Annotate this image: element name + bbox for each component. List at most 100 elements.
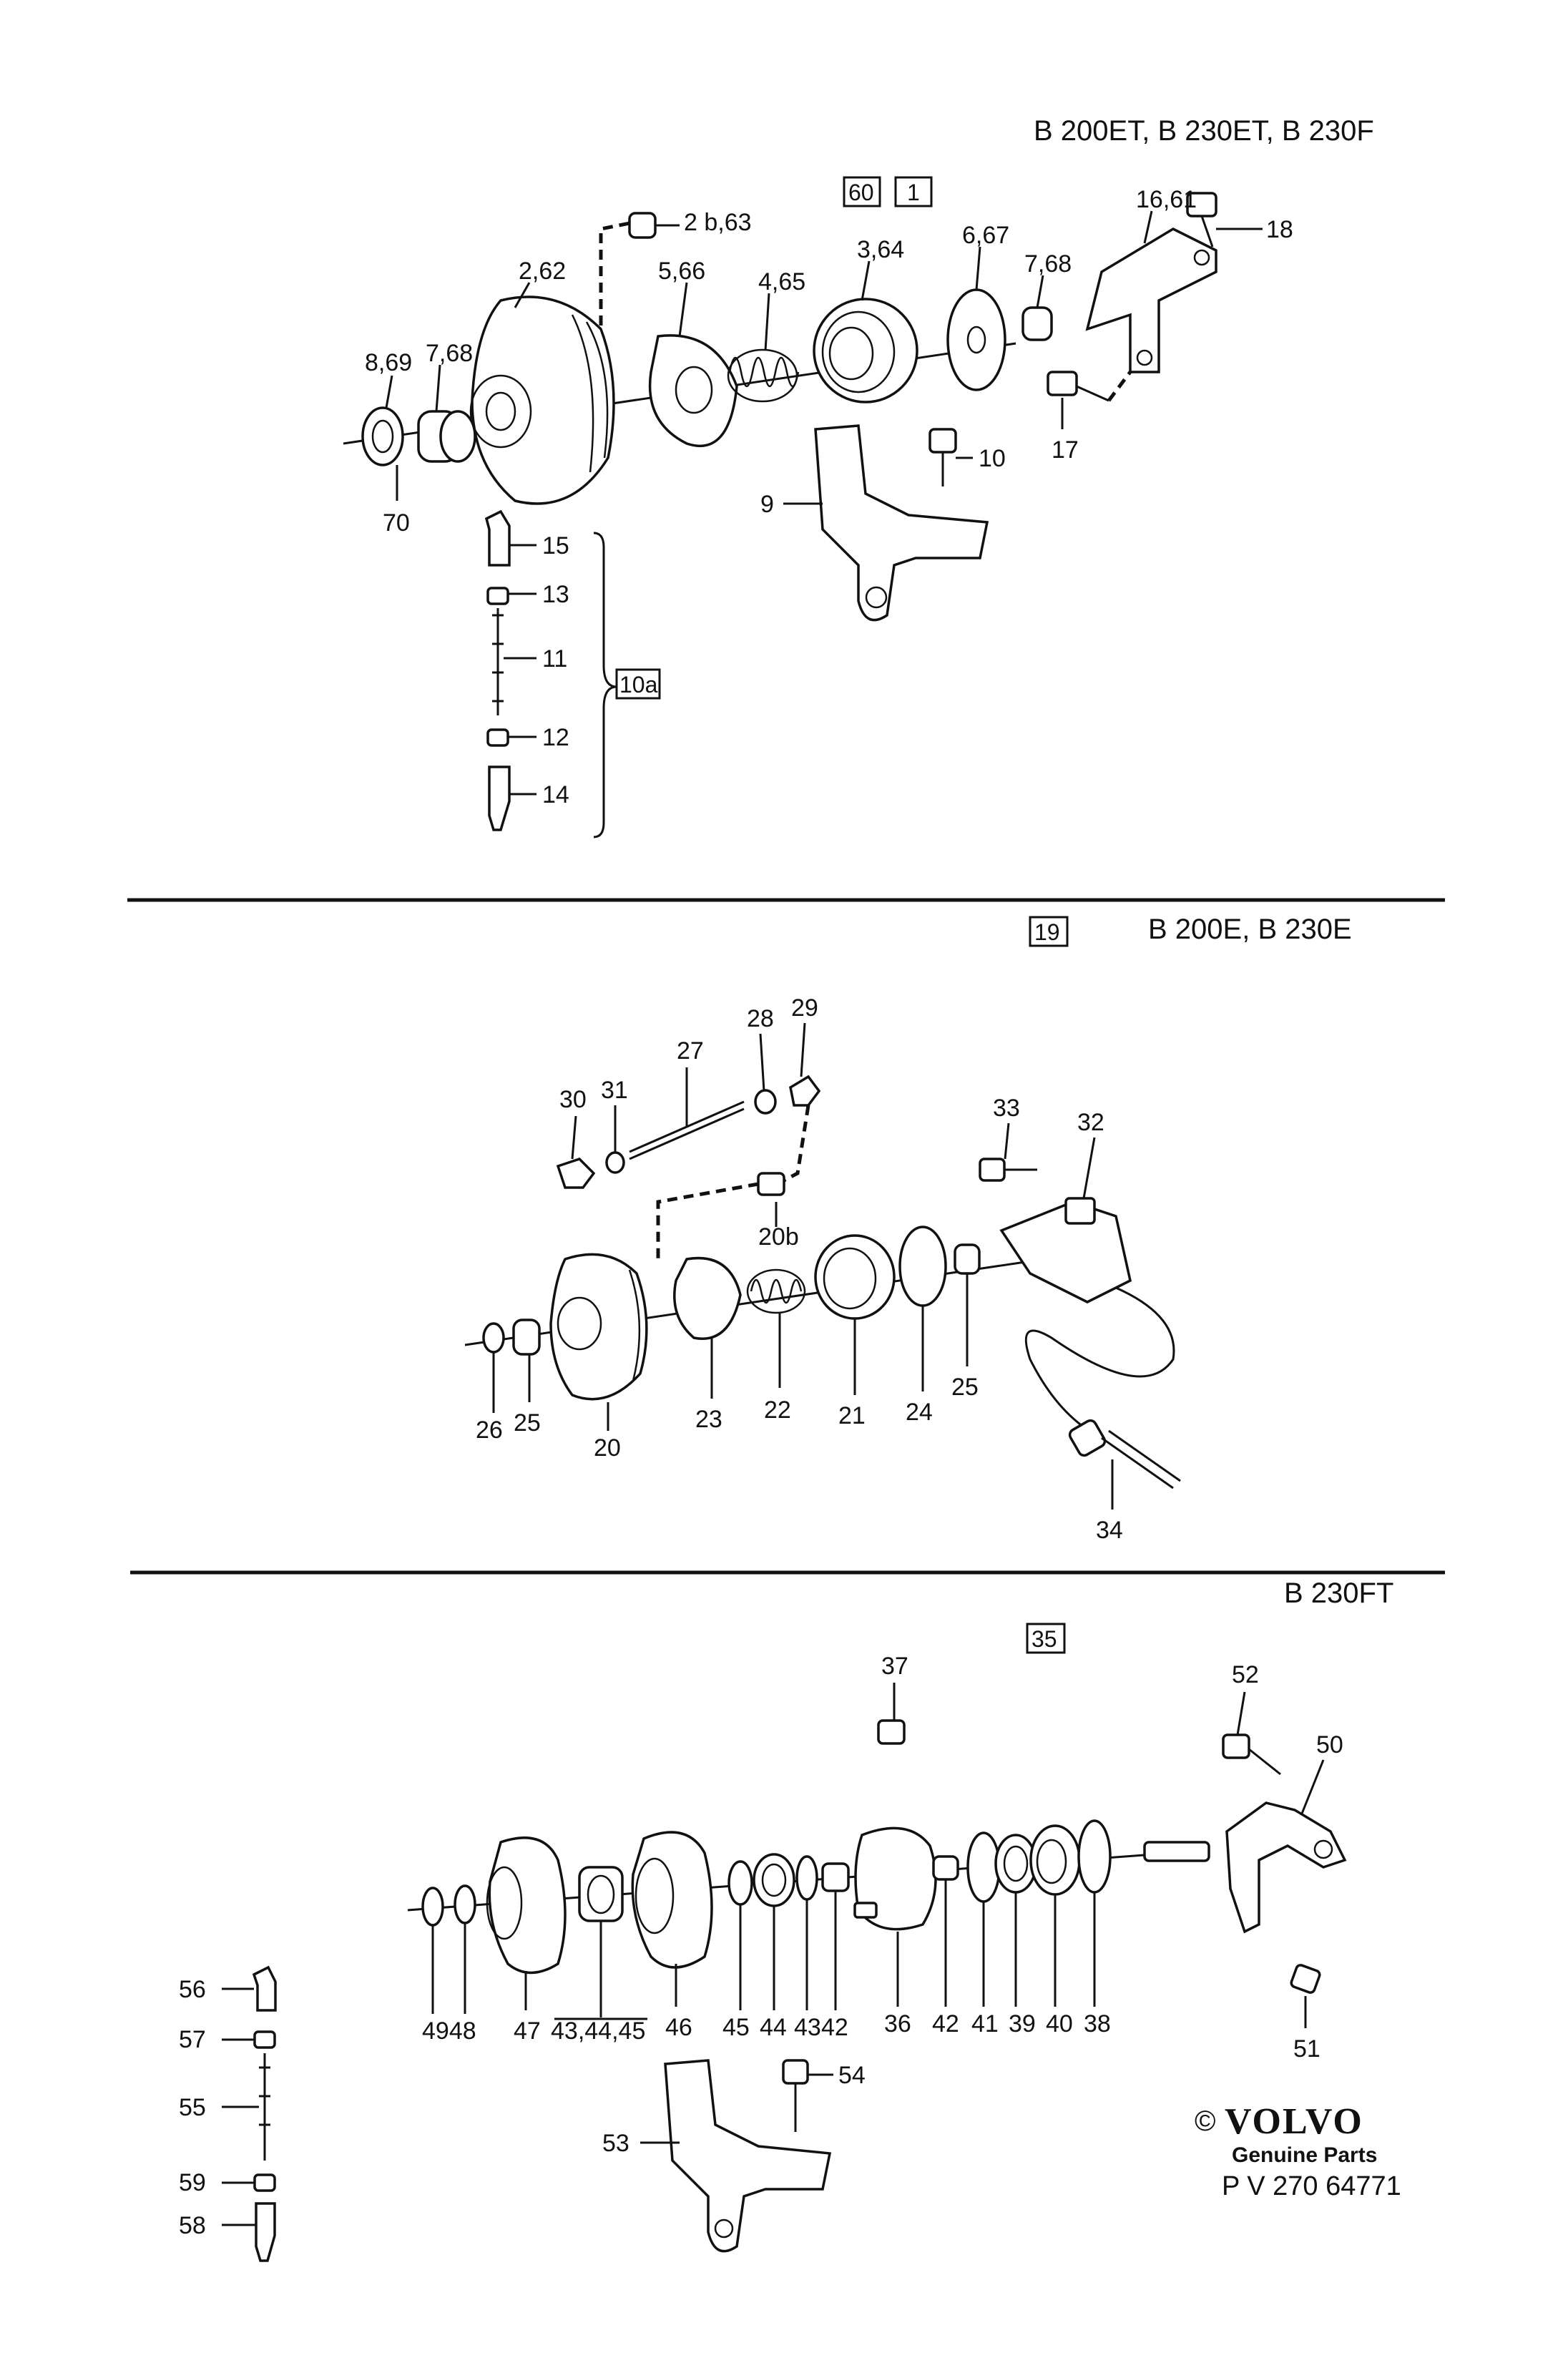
part-coil-3-64 bbox=[813, 298, 918, 403]
label-46: 46 bbox=[665, 2014, 692, 2041]
part-spring-22 bbox=[746, 1268, 806, 1314]
label-44: 44 bbox=[760, 2014, 787, 2041]
part-number: P V 270 64771 bbox=[1222, 2171, 1401, 2201]
group-box-60-label: 60 bbox=[848, 180, 874, 205]
part-bracket-32 bbox=[999, 1197, 1132, 1303]
group-box-1-label: 1 bbox=[907, 180, 920, 205]
part-washer-49 bbox=[421, 1887, 444, 1927]
label-7-68: 7,68 bbox=[426, 340, 473, 367]
part-nut-8-69 bbox=[361, 406, 404, 466]
group-box-35-label: 35 bbox=[1032, 1626, 1057, 1652]
copyright-symbol: © bbox=[1195, 2105, 1215, 2137]
label-40: 40 bbox=[1046, 2010, 1073, 2037]
label-28: 28 bbox=[747, 1005, 774, 1032]
part-clip-30 bbox=[556, 1157, 596, 1189]
group-box-10a bbox=[615, 668, 661, 700]
link-dash-top bbox=[599, 221, 630, 326]
part-washer-43 bbox=[795, 1855, 818, 1901]
part-washer-28 bbox=[754, 1089, 777, 1115]
label-8-69: 8,69 bbox=[365, 349, 412, 376]
part-cover-47 bbox=[486, 1836, 567, 1975]
label-52: 52 bbox=[1232, 1661, 1259, 1688]
part-screw-37 bbox=[877, 1719, 906, 1745]
label-22: 22 bbox=[764, 1396, 791, 1424]
brand-tagline: Genuine Parts bbox=[1232, 2143, 1377, 2167]
group-box-10a-label: 10a bbox=[619, 672, 658, 698]
label-23: 23 bbox=[695, 1406, 722, 1433]
group-box-60 bbox=[843, 176, 881, 207]
label-57: 57 bbox=[179, 2026, 206, 2053]
label-2-62: 2,62 bbox=[519, 258, 566, 285]
label-34: 34 bbox=[1096, 1517, 1123, 1544]
label-58: 58 bbox=[179, 2212, 206, 2239]
label-18: 18 bbox=[1266, 216, 1293, 243]
label-51: 51 bbox=[1293, 2035, 1320, 2063]
link-dash-middle-b bbox=[656, 1182, 759, 1259]
label-17: 17 bbox=[1052, 436, 1079, 464]
part-spring-44 bbox=[753, 1853, 795, 1907]
part-disc-24 bbox=[898, 1226, 947, 1307]
label-47: 47 bbox=[514, 2017, 541, 2045]
label-33: 33 bbox=[993, 1095, 1020, 1122]
leader-lines-top bbox=[385, 210, 1263, 796]
part-lever-16-61 bbox=[1085, 228, 1217, 373]
label-20: 20 bbox=[594, 1434, 621, 1462]
part-bushing-7-68b bbox=[1021, 306, 1053, 341]
label-15: 15 bbox=[542, 532, 569, 559]
group-box-19-label: 19 bbox=[1034, 919, 1060, 945]
label-4-65: 4,65 bbox=[758, 268, 805, 295]
label-42-right: 42 bbox=[932, 2010, 959, 2037]
part-screw-54 bbox=[782, 2059, 809, 2132]
label-6-67: 6,67 bbox=[962, 222, 1009, 249]
part-screw-17 bbox=[1047, 371, 1109, 402]
label-26: 26 bbox=[476, 1417, 503, 1444]
part-shaft bbox=[1143, 1841, 1210, 1862]
label-20b: 20b bbox=[758, 1223, 799, 1251]
part-washer-45 bbox=[727, 1860, 753, 1906]
label-43-44-45: 43,44,45 bbox=[551, 2017, 645, 2045]
label-16-61: 16,61 bbox=[1136, 186, 1197, 213]
part-bushing-25b bbox=[954, 1243, 981, 1275]
label-54: 54 bbox=[838, 2062, 866, 2089]
label-38: 38 bbox=[1084, 2010, 1111, 2037]
part-cable-34-end bbox=[1068, 1419, 1181, 1489]
section-middle: 19 B 200E, B 230E bbox=[464, 914, 1352, 1544]
label-27: 27 bbox=[677, 1037, 704, 1065]
part-cable-34-wire bbox=[1024, 1286, 1175, 1439]
group-box-35 bbox=[1026, 1623, 1066, 1654]
label-30: 30 bbox=[559, 1086, 587, 1113]
label-70: 70 bbox=[383, 509, 410, 537]
part-disc-41 bbox=[966, 1831, 1001, 1903]
label-31: 31 bbox=[601, 1077, 628, 1104]
part-coil-40 bbox=[1029, 1824, 1081, 1896]
part-plate-5-66 bbox=[648, 334, 738, 448]
part-disc-6-67 bbox=[946, 288, 1006, 391]
label-2b-63: 2 b,63 bbox=[684, 209, 752, 236]
label-56: 56 bbox=[179, 1976, 206, 2003]
label-37: 37 bbox=[881, 1653, 908, 1680]
brand-name: VOLVO bbox=[1225, 2101, 1363, 2142]
engine-variants-top: B 200ET, B 230ET, B 230F bbox=[1034, 115, 1374, 147]
label-9: 9 bbox=[760, 491, 774, 518]
part-bracket-9 bbox=[814, 424, 989, 622]
part-coil-21 bbox=[814, 1234, 896, 1320]
label-50: 50 bbox=[1316, 1731, 1343, 1758]
part-plate-23 bbox=[673, 1256, 742, 1340]
brand-block: © VOLVO Genuine Parts P V 270 64771 bbox=[1195, 2101, 1401, 2201]
label-45: 45 bbox=[722, 2014, 750, 2041]
part-bushing-25 bbox=[512, 1319, 541, 1356]
label-53: 53 bbox=[602, 2130, 629, 2157]
part-washer-31 bbox=[605, 1151, 625, 1174]
engine-variants-middle: B 200E, B 230E bbox=[1148, 914, 1352, 945]
part-clip-29 bbox=[789, 1075, 821, 1107]
section-top: B 200ET, B 230ET, B 230F 60 1 bbox=[343, 115, 1374, 838]
part-screw-51 bbox=[1290, 1964, 1321, 1994]
part-screw-52 bbox=[1222, 1733, 1281, 1776]
label-59: 59 bbox=[179, 2169, 206, 2196]
part-bushing-42b bbox=[932, 1855, 959, 1881]
part-housing-2-62 bbox=[469, 295, 615, 505]
part-housing-46 bbox=[631, 1831, 713, 1969]
part-lever-50 bbox=[1225, 1801, 1347, 1934]
label-42: 42 bbox=[821, 2014, 848, 2041]
